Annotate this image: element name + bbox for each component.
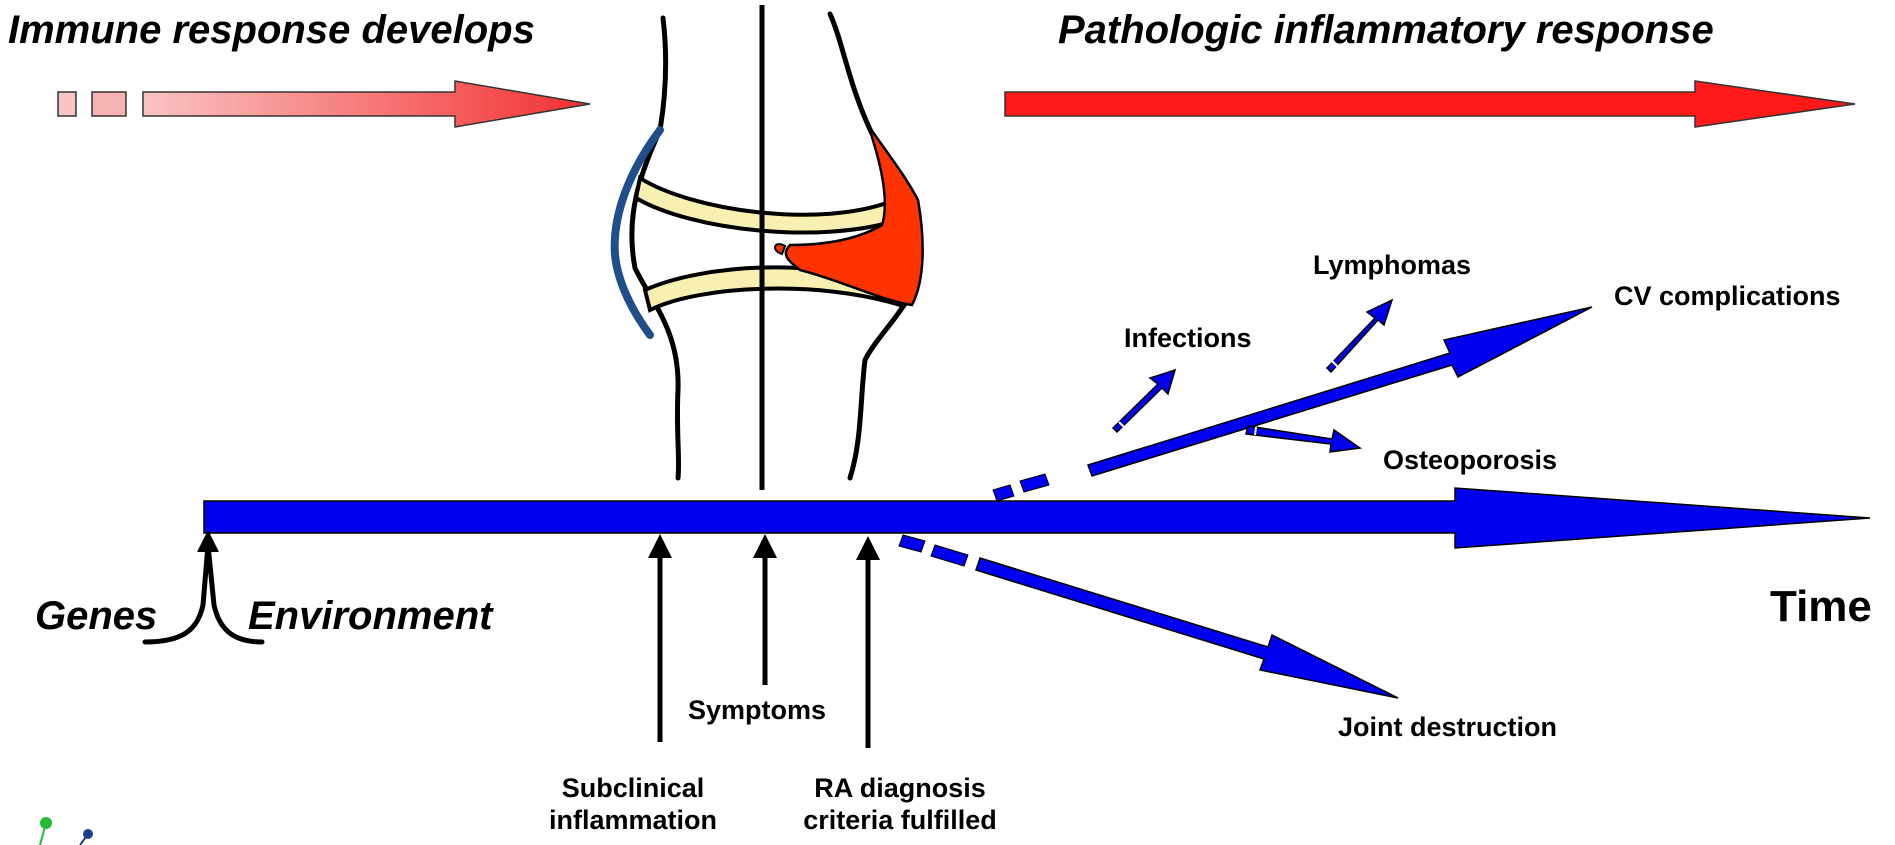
subclinical-label-line1: Subclinical [538,772,728,804]
subclinical-label: Subclinical inflammation [538,772,728,836]
diagnosis-marker-arrow [856,536,880,748]
symptoms-label: Symptoms [688,695,826,726]
lymphomas-label: Lymphomas [1313,250,1471,281]
timeline-arrow [204,488,1870,548]
diagnosis-label: RA diagnosis criteria fulfilled [790,772,1010,836]
logo-mark [40,817,93,845]
pathologic-response-title: Pathologic inflammatory response [1058,8,1714,53]
diagnosis-label-line2: criteria fulfilled [790,804,1010,836]
immune-response-arrow [58,81,590,127]
time-axis-label: Time [1770,582,1872,632]
knee-joint-illustration [615,5,923,490]
pathologic-response-arrow [1005,81,1855,127]
symptoms-marker-arrow [753,534,777,685]
immune-response-title: Immune response develops [8,8,535,53]
lymphomas-arrow [1327,300,1392,372]
infections-arrow [1113,370,1175,432]
joint-destruction-label: Joint destruction [1338,712,1557,743]
genes-label: Genes [35,594,157,639]
diagnosis-label-line1: RA diagnosis [790,772,1010,804]
osteoporosis-arrow [1246,426,1360,452]
infections-label: Infections [1124,323,1252,354]
subclinical-label-line2: inflammation [538,804,728,836]
genes-environment-bracket [145,530,262,642]
osteoporosis-label: Osteoporosis [1383,445,1557,476]
cv-complications-label: CV complications [1614,281,1841,312]
joint-destruction-arrow [899,535,1398,698]
environment-label: Environment [248,594,492,639]
subclinical-marker-arrow [648,534,672,742]
